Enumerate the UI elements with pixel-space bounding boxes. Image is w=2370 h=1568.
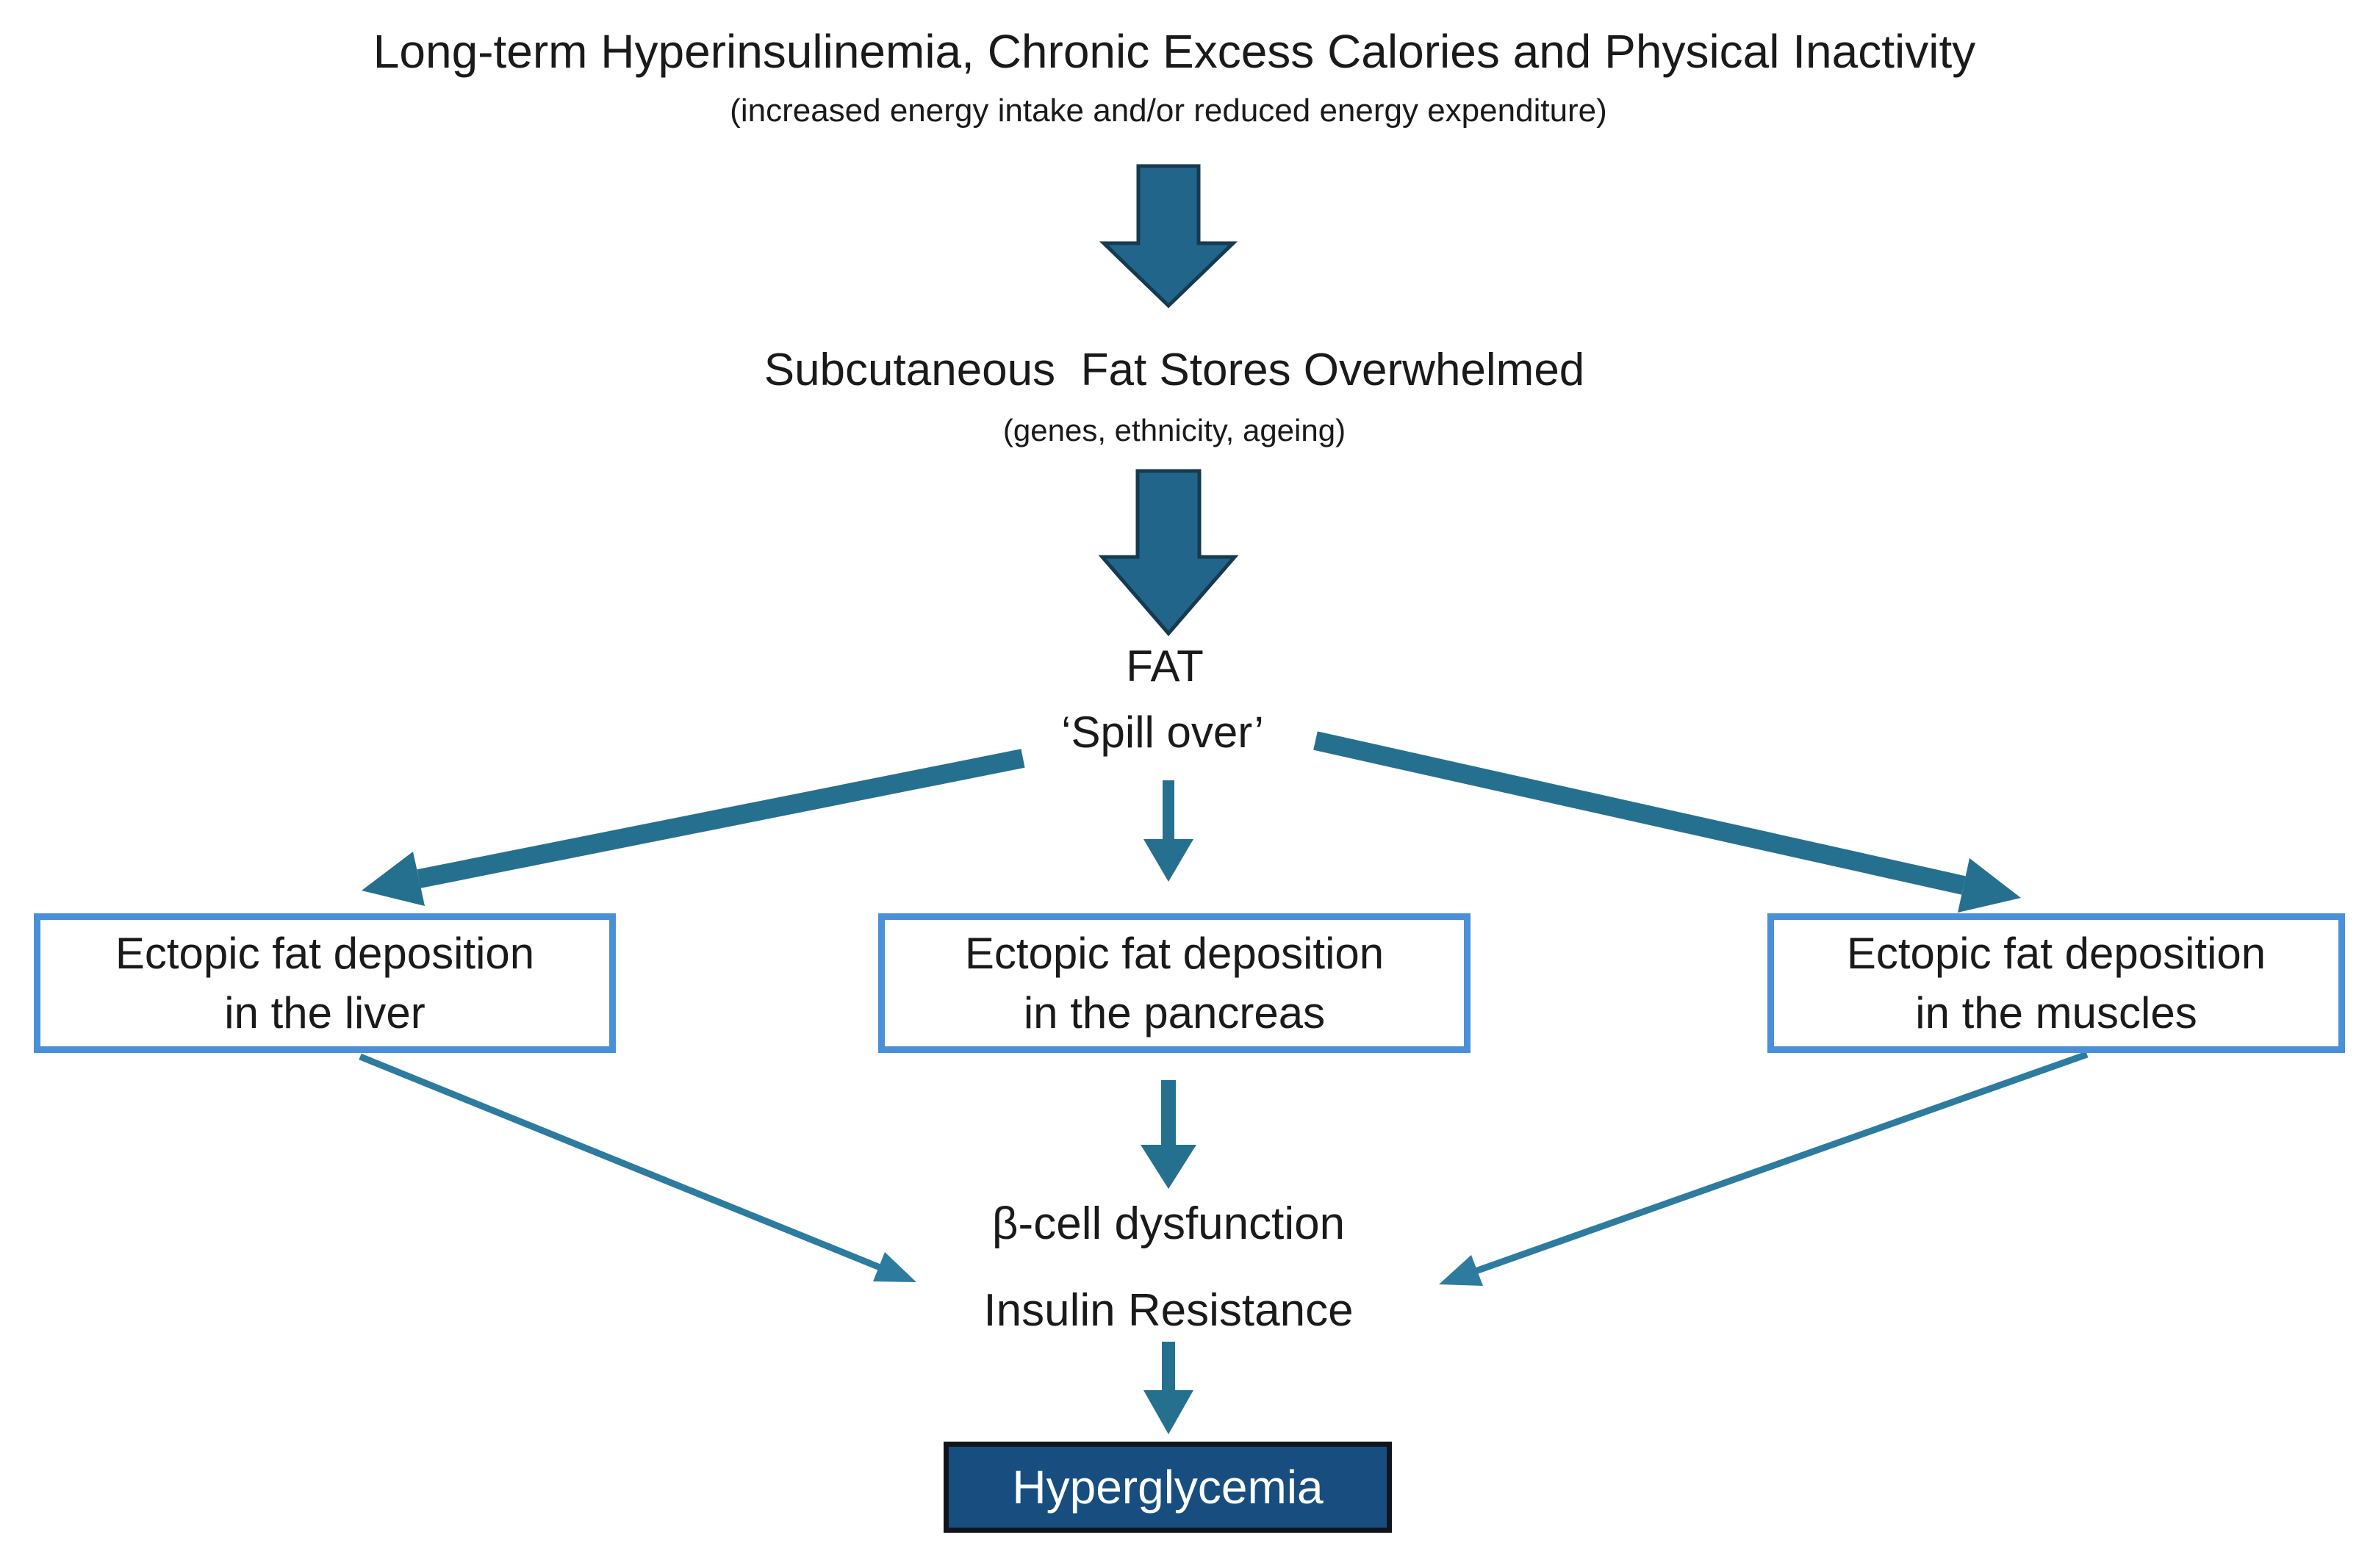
arrow-insulin-resistance-to-hyperglycemia xyxy=(1143,1342,1193,1434)
liver-deposition-box: Ectopic fat deposition in the liver xyxy=(34,913,616,1053)
arrow-liver-to-insulin-resistance xyxy=(359,1053,916,1282)
arrow-muscles-to-insulin-resistance xyxy=(1439,1051,2089,1286)
arrow-pancreas-to-beta-cell xyxy=(1141,1080,1196,1189)
pancreas-deposition-box: Ectopic fat deposition in the pancreas xyxy=(878,913,1471,1053)
arrow-spillover-to-liver xyxy=(362,749,1025,906)
fat-label: FAT xyxy=(1126,641,1204,691)
hyperglycemia-box: Hyperglycemia xyxy=(944,1442,1392,1533)
hyperglycemia-label: Hyperglycemia xyxy=(1012,1461,1324,1514)
down-block-arrow-2 xyxy=(1098,469,1239,636)
arrow-spillover-to-pancreas xyxy=(1143,780,1193,882)
down-block-arrow-1 xyxy=(1099,164,1238,309)
beta-cell-dysfunction-label: β-cell dysfunction xyxy=(991,1198,1346,1249)
fat-stores-heading: Subcutaneous Fat Stores Overwhelmed xyxy=(764,345,1585,395)
spill-over-label: ‘Spill over’ xyxy=(1061,708,1264,757)
insulin-resistance-label: Insulin Resistance xyxy=(983,1285,1354,1336)
fat-stores-subheading: (genes, ethnicity, ageing) xyxy=(1002,413,1346,447)
arrow-spillover-to-muscles xyxy=(1313,731,2021,913)
diagram-subtitle: (increased energy intake and/or reduced … xyxy=(730,93,1607,129)
muscles-deposition-box: Ectopic fat deposition in the muscles xyxy=(1767,913,2345,1053)
diagram-title: Long-term Hyperinsulinemia, Chronic Exce… xyxy=(373,25,1976,78)
